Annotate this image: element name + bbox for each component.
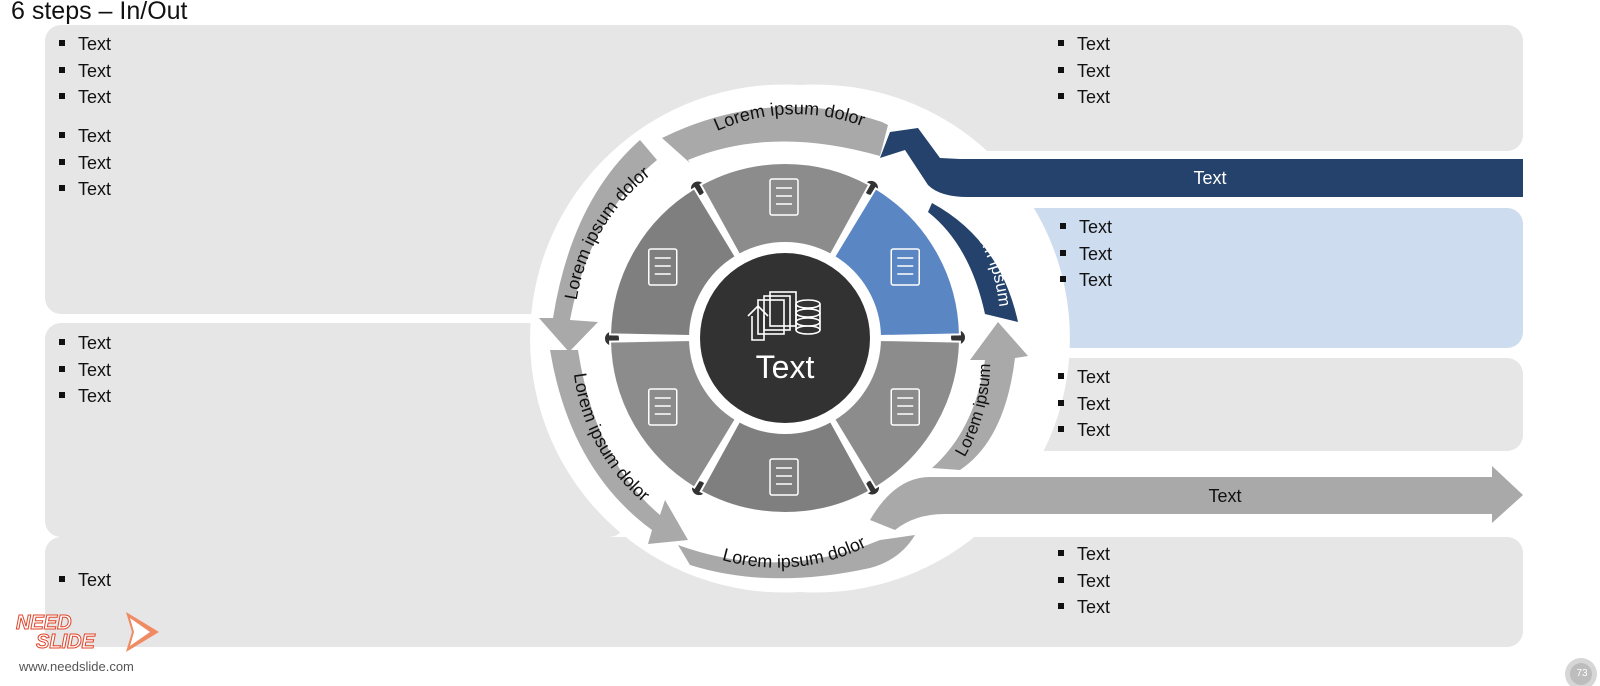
- center-label: Text: [756, 349, 815, 385]
- panel-right-2: [1010, 358, 1523, 451]
- list-item: Text: [1056, 594, 1110, 621]
- head-gears-icon: [769, 178, 799, 216]
- list-item: Text: [1056, 31, 1110, 58]
- list-item: Text: [57, 123, 111, 150]
- box-right-2-list: Text Text Text: [1056, 364, 1110, 444]
- list-item: Text: [1056, 58, 1110, 85]
- list-item: Text: [1058, 241, 1112, 268]
- input-arc: [928, 203, 1018, 322]
- output-arrow: [870, 466, 1523, 530]
- box-right-highlight-list: Text Text Text: [1058, 214, 1112, 294]
- list-item: Text: [57, 31, 111, 58]
- box-bottom-left-list: Text: [57, 567, 111, 594]
- box-top-left-list: Text Text Text: [57, 31, 111, 111]
- documents-coins-icon: [747, 291, 821, 341]
- arrow-upper-left: [539, 140, 657, 352]
- list-item: Text: [1056, 84, 1110, 111]
- input-arrow-label: Text: [1193, 168, 1226, 188]
- list-item: Text: [57, 567, 111, 594]
- page-badge-icon: [1565, 658, 1597, 686]
- upload-list-icon: [648, 248, 678, 286]
- logo-line2: SLIDE: [36, 631, 96, 653]
- panel-right-highlight: [1010, 208, 1523, 348]
- box-bottom-right-list: Text Text Text: [1056, 541, 1110, 621]
- list-item: Text: [1056, 391, 1110, 418]
- box-left-2-list: Text Text Text: [57, 123, 111, 203]
- list-item: Text: [1058, 267, 1112, 294]
- bar-chart-icon: [769, 458, 799, 496]
- list-item: Text: [1056, 417, 1110, 444]
- box-left-3-list: Text Text Text: [57, 330, 111, 410]
- logo-line1: NEED: [16, 612, 72, 634]
- document-download-icon: [890, 248, 920, 286]
- needslide-logo: NEED SLIDE: [16, 612, 159, 654]
- ring-segment: [832, 186, 961, 338]
- arrow-bottom: [678, 535, 915, 579]
- ring-segment: [609, 338, 738, 490]
- list-item: Text: [1058, 214, 1112, 241]
- list-item: Text: [57, 58, 111, 85]
- slide-title: 6 steps – In/Out: [11, 0, 188, 25]
- box-top-right-list: Text Text Text: [1056, 31, 1110, 111]
- list-item: Text: [57, 176, 111, 203]
- documents-chart-icon: [890, 388, 920, 426]
- arrow-top: [662, 106, 888, 163]
- website-url: www.needslide.com: [19, 659, 134, 674]
- ring-segment: [699, 162, 871, 257]
- ring-segments: [605, 162, 965, 514]
- ring-segment: [609, 186, 738, 338]
- ring-segment: [832, 338, 961, 490]
- ring-segment: [699, 419, 871, 514]
- panel-left-3: [45, 323, 625, 537]
- center-circle: [700, 253, 870, 423]
- list-item: Text: [1056, 541, 1110, 568]
- output-arc: [932, 322, 1028, 470]
- arrow-lower-left: [550, 350, 688, 544]
- list-item: Text: [57, 84, 111, 111]
- list-item: Text: [1056, 364, 1110, 391]
- output-arrow-label: Text: [1208, 486, 1241, 506]
- list-item: Text: [57, 383, 111, 410]
- list-item: Text: [57, 357, 111, 384]
- calculator-coin-icon: [648, 388, 678, 426]
- list-item: Text: [57, 330, 111, 357]
- list-item: Text: [57, 150, 111, 177]
- list-item: Text: [1056, 568, 1110, 595]
- input-arrow: [880, 128, 1523, 197]
- page-number: 73: [1576, 668, 1588, 679]
